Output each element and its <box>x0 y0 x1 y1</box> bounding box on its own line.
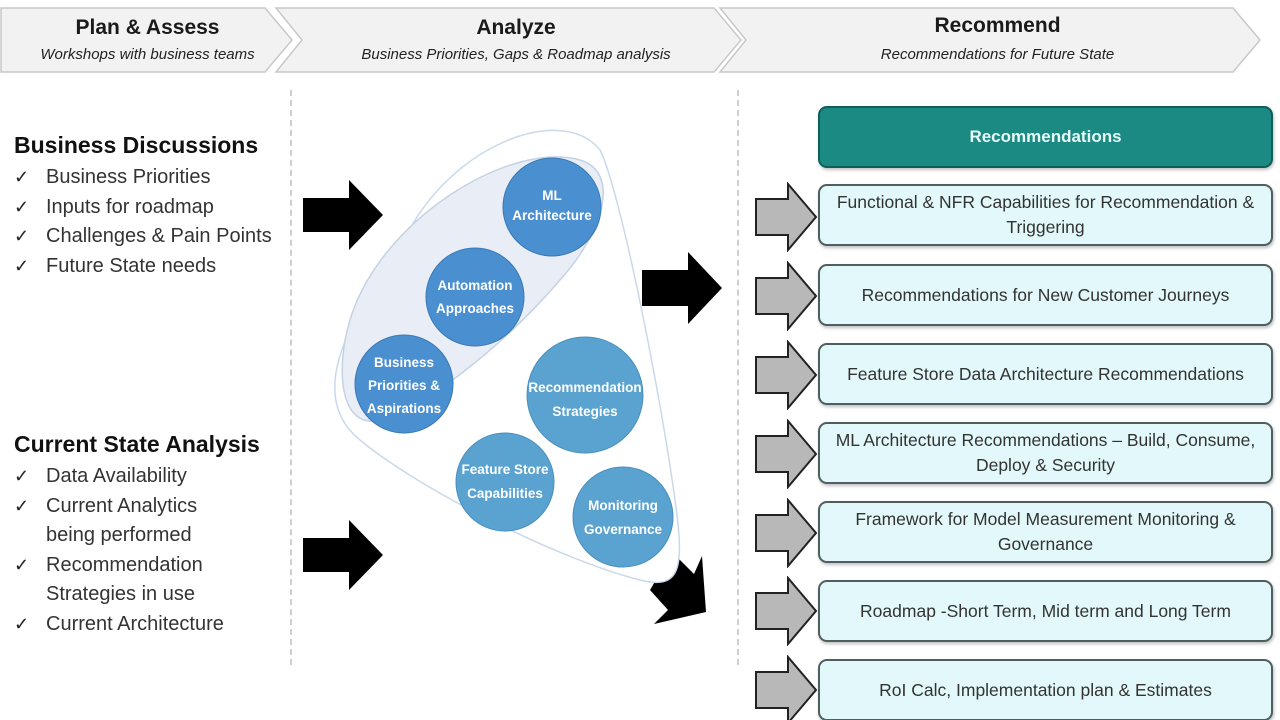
bubble-feature-store-capabilities: Feature Store Capabilities <box>455 432 555 532</box>
column-divider-right <box>737 90 739 665</box>
arrow-right-icon <box>755 655 818 720</box>
list-item: ✓Business Priorities <box>14 163 272 193</box>
bubble-ml-architecture: ML Architecture <box>502 157 602 257</box>
business-discussions-list: ✓Business Priorities ✓Inputs for roadmap… <box>14 163 272 281</box>
bubble-label: Approaches <box>436 301 514 316</box>
checkmark-icon: ✓ <box>14 255 30 276</box>
recommendation-item: Roadmap -Short Term, Mid term and Long T… <box>818 580 1273 642</box>
current-state-title: Current State Analysis <box>14 431 260 457</box>
bubble-label: Architecture <box>512 208 592 223</box>
bubble-label: Priorities & <box>368 378 440 393</box>
business-discussions-title: Business Discussions <box>14 132 259 158</box>
list-item: ✓Challenges & Pain Points <box>14 222 272 252</box>
phase-recommend: Recommend Recommendations for Future Sta… <box>718 6 1263 74</box>
recommendation-item: Recommendations for New Customer Journey… <box>818 264 1273 326</box>
list-item: ✓Future State needs <box>14 252 272 282</box>
recommendations-header: Recommendations <box>818 106 1273 168</box>
checkmark-icon: ✓ <box>14 613 30 634</box>
bubble-label: Governance <box>584 522 663 537</box>
bubble-label: ML <box>542 188 562 203</box>
recommendation-item: Functional & NFR Capabilities for Recomm… <box>818 184 1273 246</box>
checkmark-icon: ✓ <box>14 554 30 575</box>
phase-analyze: Analyze Business Priorities, Gaps & Road… <box>274 6 744 74</box>
arrow-right-icon <box>642 252 722 324</box>
bubble-label: Business <box>374 355 434 370</box>
arrow-right-icon <box>755 419 818 489</box>
checkmark-icon: ✓ <box>14 226 30 246</box>
arrow-right-icon <box>755 182 818 252</box>
list-item: ✓Current Architecture <box>14 610 224 640</box>
recommendation-item: ML Architecture Recommendations – Build,… <box>818 422 1273 484</box>
list-item: ✓Inputs for roadmap <box>14 193 272 223</box>
bubble-label: Aspirations <box>367 401 441 416</box>
chevron-shape <box>718 7 1261 73</box>
bubble-label: Monitoring <box>588 498 658 513</box>
phase-title: Recommend <box>934 14 1061 37</box>
bubble-label: Recommendation <box>528 380 641 395</box>
phase-plan-assess: Plan & Assess Workshops with business te… <box>0 6 295 74</box>
arrow-right-icon <box>303 520 383 590</box>
bubble-label: Automation <box>438 278 513 293</box>
recommendation-item: Feature Store Data Architecture Recommen… <box>818 343 1273 405</box>
checkmark-icon: ✓ <box>14 466 30 486</box>
phase-subtitle: Workshops with business teams <box>40 46 255 63</box>
bubble-monitoring-governance: Monitoring Governance <box>572 466 674 568</box>
checkmark-icon: ✓ <box>14 495 30 516</box>
bubble-business-priorities: Business Priorities & Aspirations <box>354 334 454 434</box>
chevron-shape <box>0 7 293 73</box>
recommendation-item: Framework for Model Measurement Monitori… <box>818 501 1273 563</box>
bubble-recommendation-strategies: Recommendation Strategies <box>526 336 644 454</box>
bubble-label: Feature Store <box>461 462 549 477</box>
phase-title: Plan & Assess <box>75 16 220 39</box>
chevron-shape <box>274 7 742 73</box>
arrow-right-icon <box>755 576 818 646</box>
bubble-label: Capabilities <box>467 486 543 501</box>
recommendation-item: RoI Calc, Implementation plan & Estimate… <box>818 659 1273 720</box>
list-item: ✓Data Availability <box>14 462 224 492</box>
arrow-right-icon <box>755 340 818 410</box>
column-divider-left <box>290 90 292 665</box>
arrow-right-icon <box>755 498 818 568</box>
arrow-right-icon <box>303 180 383 250</box>
phase-subtitle: Recommendations for Future State <box>880 46 1115 63</box>
arrow-right-icon <box>755 261 818 331</box>
phase-subtitle: Business Priorities, Gaps & Roadmap anal… <box>361 46 671 63</box>
bubble-automation-approaches: Automation Approaches <box>425 247 525 347</box>
analysis-diagram: ML Architecture Automation Approaches Bu… <box>334 129 681 584</box>
checkmark-icon: ✓ <box>14 196 30 217</box>
phase-title: Analyze <box>476 16 556 39</box>
bubble-label: Strategies <box>552 404 617 419</box>
checkmark-icon: ✓ <box>14 167 30 187</box>
